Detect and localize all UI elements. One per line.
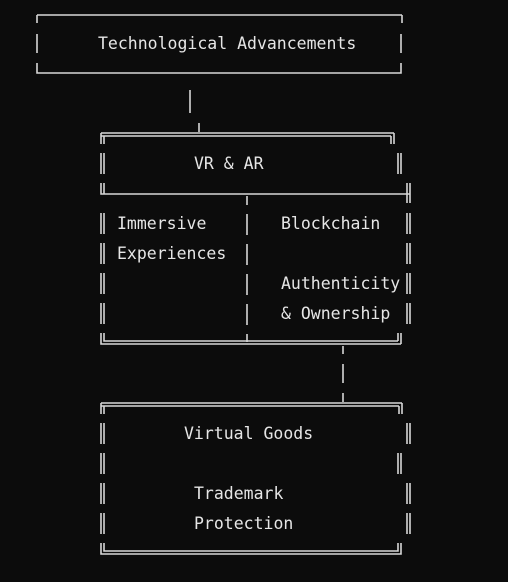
top-box-label: Technological Advancements (98, 34, 357, 53)
middle-box-header: VR & AR (194, 154, 264, 173)
top-box-border (36, 14, 403, 74)
left-column-line1: Immersive (117, 214, 207, 233)
right-column-line3: & Ownership (281, 304, 391, 323)
bottom-box-header: Virtual Goods (184, 424, 314, 443)
right-column-line1: Blockchain (281, 214, 381, 233)
middle-box-border (100, 132, 411, 345)
bottom-box-border (100, 402, 411, 555)
right-column-line2: Authenticity (281, 274, 401, 293)
left-column-line2: Experiences (117, 244, 227, 263)
bottom-box-line2: Protection (194, 514, 294, 533)
connector-top-to-middle (189, 90, 200, 132)
bottom-box-line1: Trademark (194, 484, 284, 503)
